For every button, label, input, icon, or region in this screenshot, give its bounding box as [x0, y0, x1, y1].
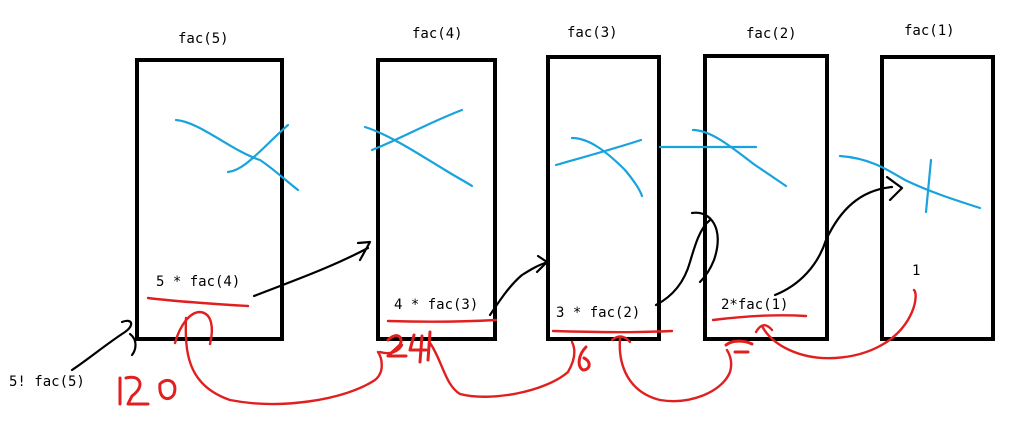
call-arrow-fac3-fac2: [654, 218, 712, 307]
cross-mark-fac5-a: [174, 118, 300, 192]
return-path-fac3-to-fac4: [428, 340, 576, 398]
frame-title-fac5: fac(5): [178, 31, 229, 47]
stack-frame-fac3: [546, 55, 661, 341]
return-values-path: [118, 288, 917, 406]
underline-fac3: [551, 329, 674, 334]
underline-fac4: [386, 318, 498, 323]
handwritten-result-120: [118, 375, 177, 406]
stack-frame-fac1: [880, 55, 995, 341]
return-arrow-into-fac5: [173, 310, 214, 346]
call-arrow-main-tail: [128, 332, 137, 357]
frame-title-fac4: fac(4): [412, 26, 463, 42]
handwritten-result-24: [386, 330, 432, 364]
return-arrow-into-fac3: [610, 335, 632, 344]
expr-fac1: 1: [912, 263, 920, 279]
cross-mark-fac3-b: [570, 136, 644, 198]
cross-mark-fac4-b: [370, 108, 464, 152]
frame-title-fac2: fac(2): [746, 26, 797, 42]
handwritten-result-2: [724, 339, 754, 354]
expr-fac4: 4 * fac(3): [394, 297, 478, 313]
call-arrow-fac4-fac3: [488, 260, 550, 317]
call-arrow-fac1-head: [885, 175, 904, 202]
underline-fac2: [711, 314, 808, 322]
stack-frame-fac4: [376, 58, 497, 341]
crossed-out-marks: [174, 108, 982, 214]
cross-mark-fac4-a: [363, 125, 474, 188]
call-arrow-fac4-head: [356, 240, 372, 262]
return-path-fac2-to-fac3: [618, 336, 733, 403]
frame-title-fac3: fac(3): [567, 25, 618, 41]
stack-frame-fac2: [703, 54, 829, 341]
call-arrow-fac5-fac4: [252, 246, 370, 298]
call-arrow-main: [70, 319, 133, 372]
initial-call-label: 5! fac(5): [9, 374, 85, 390]
underline-fac5: [146, 296, 250, 308]
stack-frame-fac5: [135, 58, 284, 341]
expression-underlines: [146, 296, 808, 334]
cross-mark-fac1-b: [924, 158, 933, 214]
cross-mark-fac2-b: [691, 128, 788, 188]
cross-mark-fac5-b: [226, 123, 290, 174]
handwritten-result-6: [577, 345, 591, 372]
call-arrow-fac2-fac1: [773, 185, 894, 297]
return-path-fac1-to-fac2: [760, 288, 917, 360]
frame-title-fac1: fac(1): [904, 23, 955, 39]
expr-fac3: 3 * fac(2): [556, 305, 640, 321]
call-arrow-fac3-head: [535, 254, 549, 274]
call-arrows: [70, 175, 904, 372]
expr-fac5: 5 * fac(4): [156, 274, 240, 290]
expr-fac2: 2*fac(1): [721, 297, 788, 313]
cross-mark-fac1-a: [838, 154, 982, 210]
call-arrow-fac2-head: [690, 211, 719, 284]
cross-mark-fac3-a: [554, 138, 643, 167]
return-path-fac4-to-fac5: [184, 316, 383, 406]
